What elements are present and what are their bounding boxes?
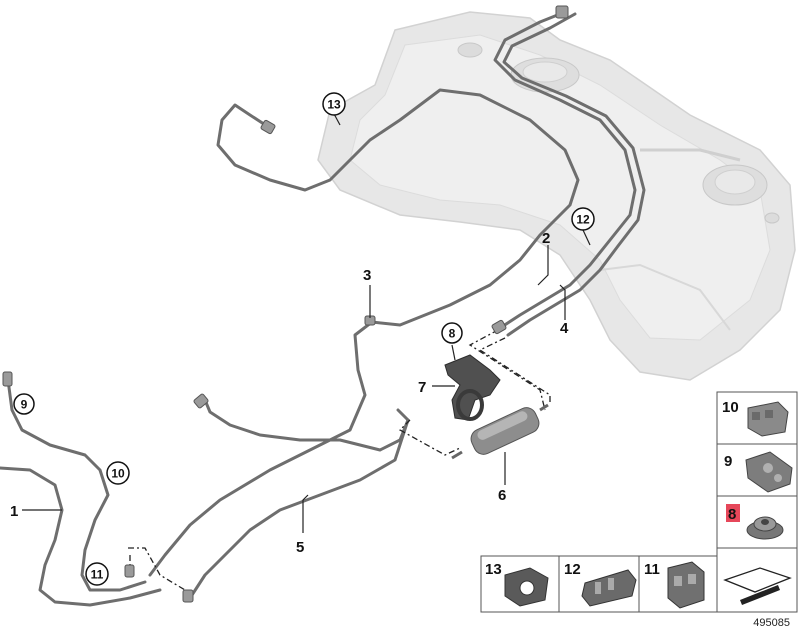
circled-callout-8: 8	[441, 322, 463, 344]
callout-5: 5	[296, 539, 304, 556]
part-highlight-8	[726, 504, 740, 522]
circled-callout-9: 9	[13, 393, 35, 415]
part-label-13: 13	[485, 561, 502, 578]
svg-text:11: 11	[91, 568, 104, 582]
parts-panel-right: 10 9 8	[716, 391, 798, 613]
svg-text:9: 9	[21, 398, 28, 412]
line-2	[493, 10, 637, 330]
fuel-filter	[451, 403, 549, 460]
circled-callout-12: 12	[571, 207, 595, 231]
part-label-8: 8	[728, 506, 736, 523]
callout-2: 2	[542, 230, 550, 247]
line-9	[6, 378, 147, 592]
filter-bracket	[444, 354, 501, 421]
line-5b	[190, 418, 410, 597]
part-label-11: 11	[644, 561, 660, 578]
part-label-9: 9	[724, 453, 732, 470]
line-13	[216, 88, 580, 327]
parts-panel-bottom: 13 12 11	[480, 555, 718, 613]
svg-text:8: 8	[449, 327, 456, 341]
circled-callout-11: 11	[85, 562, 109, 586]
clip-icon-11	[667, 561, 705, 609]
callout-7: 7	[418, 379, 426, 396]
line-3	[148, 320, 374, 577]
line-5	[203, 398, 410, 452]
circled-callout-13: 13	[322, 92, 346, 116]
circled-callout-10: 10	[106, 461, 130, 485]
callout-6: 6	[498, 487, 506, 504]
callout-4: 4	[560, 320, 569, 337]
orientation-arrow-icon	[723, 567, 792, 593]
line-1	[0, 466, 162, 607]
diagram-id: 495085	[753, 617, 790, 629]
part-label-12: 12	[564, 561, 581, 578]
clip-icon-10	[747, 401, 789, 437]
fuel-lines	[0, 10, 646, 607]
svg-text:10: 10	[111, 467, 125, 481]
callout-1: 1	[10, 503, 18, 520]
fuel-tank	[317, 11, 796, 381]
callout-3: 3	[363, 267, 371, 284]
line-4	[502, 12, 646, 337]
svg-text:12: 12	[576, 213, 590, 227]
fittings	[2, 5, 569, 603]
svg-text:13: 13	[327, 98, 341, 112]
part-label-10: 10	[722, 399, 739, 416]
